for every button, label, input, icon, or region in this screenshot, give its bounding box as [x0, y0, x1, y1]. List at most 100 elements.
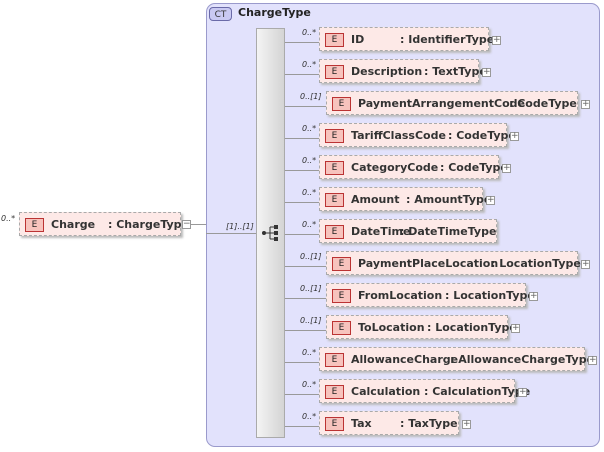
element-cardinality: 0..*	[302, 28, 317, 37]
root-cardinality: 0..*	[1, 214, 16, 223]
complex-type-name: ChargeType	[238, 6, 311, 19]
element-badge: E	[332, 97, 351, 111]
element-name: AllowanceCharge	[351, 353, 459, 366]
element-type: : TaxType	[400, 417, 458, 430]
element-badge: E	[332, 257, 351, 271]
sequence-icon	[262, 225, 278, 241]
element-name: FromLocation	[358, 289, 443, 302]
element-name: CategoryCode	[351, 161, 439, 174]
expand-toggle[interactable]: +	[581, 259, 590, 269]
element-badge: E	[325, 353, 344, 367]
element-cardinality: 0..*	[302, 188, 317, 197]
root-element-name: Charge	[51, 218, 96, 231]
element-tariffclasscode[interactable]: E TariffClassCode: CodeType	[319, 123, 516, 147]
element-tax[interactable]: E Tax : TaxType	[319, 411, 459, 435]
element-badge: E	[25, 218, 44, 232]
complex-type-badge: CT	[209, 7, 232, 21]
element-badge: E	[325, 417, 344, 431]
element-paymentarrangementcode[interactable]: E PaymentArrangementCode: CodeType	[326, 91, 578, 115]
element-type: : DateTimeType	[400, 225, 497, 238]
connector-line	[285, 138, 319, 139]
element-name: ToLocation	[358, 321, 425, 334]
root-element-charge[interactable]: E Charge : ChargeType	[19, 212, 189, 236]
element-cardinality: 0..*	[302, 124, 317, 133]
element-type: : CodeType	[509, 97, 577, 110]
element-name: Tax	[351, 417, 372, 430]
element-badge: E	[325, 33, 344, 47]
element-badge: E	[325, 65, 344, 79]
element-type: : CodeType	[440, 161, 508, 174]
element-description[interactable]: E Description: TextType	[319, 59, 487, 83]
element-cardinality: 0..*	[302, 412, 317, 421]
element-badge: E	[325, 129, 344, 143]
element-cardinality: 0..[1]	[300, 252, 322, 261]
connector-line	[285, 426, 319, 427]
expand-toggle[interactable]: +	[510, 131, 519, 141]
element-cardinality: 0..[1]	[300, 316, 322, 325]
element-name: DateTime	[351, 225, 411, 238]
element-cardinality: 0..*	[302, 380, 317, 389]
connector-line	[285, 202, 319, 203]
expand-toggle[interactable]: +	[581, 99, 590, 109]
connector-line	[285, 170, 319, 171]
collapse-toggle[interactable]: −	[182, 219, 191, 229]
connector-line	[285, 330, 326, 331]
element-type: : CalculationType	[424, 385, 531, 398]
element-paymentplacelocation[interactable]: E PaymentPlaceLocation: LocationType	[326, 251, 581, 275]
element-cardinality: 0..*	[302, 60, 317, 69]
expand-toggle[interactable]: +	[588, 355, 597, 365]
element-type: : IdentifierType	[400, 33, 495, 46]
connector-line	[285, 42, 319, 43]
expand-toggle[interactable]: +	[482, 67, 491, 77]
expand-toggle[interactable]: +	[492, 35, 501, 45]
element-cardinality: 0..*	[302, 348, 317, 357]
element-badge: E	[325, 193, 344, 207]
element-allowancecharge[interactable]: E AllowanceCharge: AllowanceChargeType	[319, 347, 594, 371]
element-type: : AmountType	[406, 193, 492, 206]
connector-line	[285, 394, 319, 395]
element-type: : LocationType	[445, 289, 535, 302]
element-name: Description	[351, 65, 423, 78]
connector-line	[285, 266, 326, 267]
element-tolocation[interactable]: E ToLocation: LocationType	[326, 315, 517, 339]
element-type: : LocationType	[491, 257, 581, 270]
element-type: : AllowanceChargeType	[450, 353, 595, 366]
sequence-cardinality: [1]..[1]	[226, 222, 254, 231]
connector-line	[206, 233, 256, 234]
expand-toggle[interactable]: +	[502, 163, 511, 173]
expand-toggle[interactable]: +	[518, 387, 527, 397]
element-type: : LocationType	[427, 321, 517, 334]
element-badge: E	[332, 289, 351, 303]
element-datetime[interactable]: E DateTime: DateTimeType	[319, 219, 497, 243]
element-cardinality: 0..[1]	[300, 284, 322, 293]
element-cardinality: 0..*	[302, 156, 317, 165]
element-badge: E	[325, 385, 344, 399]
connector-line	[285, 298, 326, 299]
element-name: PaymentArrangementCode	[358, 97, 525, 110]
connector-line	[285, 362, 319, 363]
expand-toggle[interactable]: +	[462, 419, 471, 429]
element-name: Calculation	[351, 385, 421, 398]
element-type: : CodeType	[448, 129, 516, 142]
element-id[interactable]: E ID : IdentifierType	[319, 27, 494, 51]
element-cardinality: 0..*	[302, 220, 317, 229]
element-name: TariffClassCode	[351, 129, 446, 142]
connector-line	[285, 234, 319, 235]
connector-line	[285, 106, 326, 107]
element-categorycode[interactable]: E CategoryCode: CodeType	[319, 155, 508, 179]
element-fromlocation[interactable]: E FromLocation: LocationType	[326, 283, 535, 307]
root-element-type: : ChargeType	[108, 218, 190, 231]
expand-toggle[interactable]: +	[486, 195, 495, 205]
element-name: ID	[351, 33, 365, 46]
element-badge: E	[325, 161, 344, 175]
element-badge: E	[332, 321, 351, 335]
expand-toggle[interactable]: +	[529, 291, 538, 301]
element-name: PaymentPlaceLocation	[358, 257, 499, 270]
element-calculation[interactable]: E Calculation: CalculationType	[319, 379, 530, 403]
element-cardinality: 0..[1]	[300, 92, 322, 101]
connector-line	[285, 74, 319, 75]
element-type: : TextType	[424, 65, 487, 78]
expand-toggle[interactable]: +	[511, 323, 520, 333]
element-badge: E	[325, 225, 344, 239]
